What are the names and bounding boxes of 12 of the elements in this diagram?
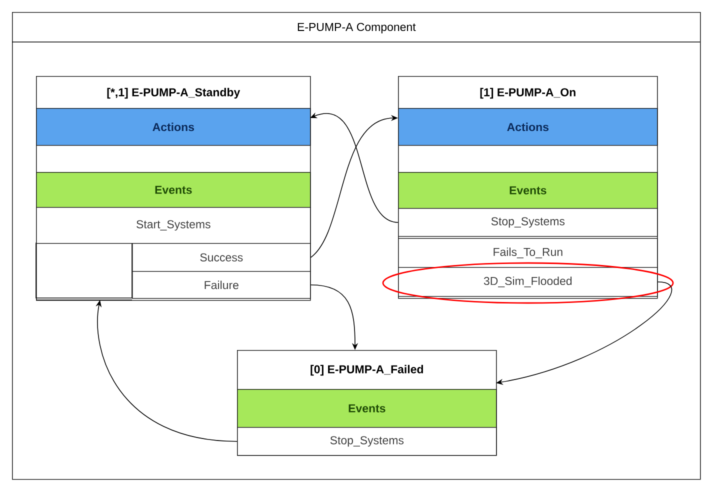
event-row: Success bbox=[132, 243, 311, 272]
section-header: Events bbox=[36, 172, 311, 208]
section-header: Actions bbox=[36, 108, 311, 146]
event-row: Failure bbox=[132, 271, 311, 299]
section-header: Events bbox=[237, 389, 497, 428]
event-row: Start_Systems bbox=[36, 207, 311, 244]
event-row: 3D_Sim_Flooded bbox=[398, 267, 658, 297]
event-row: Fails_To_Run bbox=[398, 238, 658, 268]
event-row: Stop_Systems bbox=[398, 208, 658, 237]
event-row: Stop_Systems bbox=[237, 427, 497, 456]
section-header: Events bbox=[398, 172, 658, 209]
section-header: Actions bbox=[398, 108, 658, 146]
